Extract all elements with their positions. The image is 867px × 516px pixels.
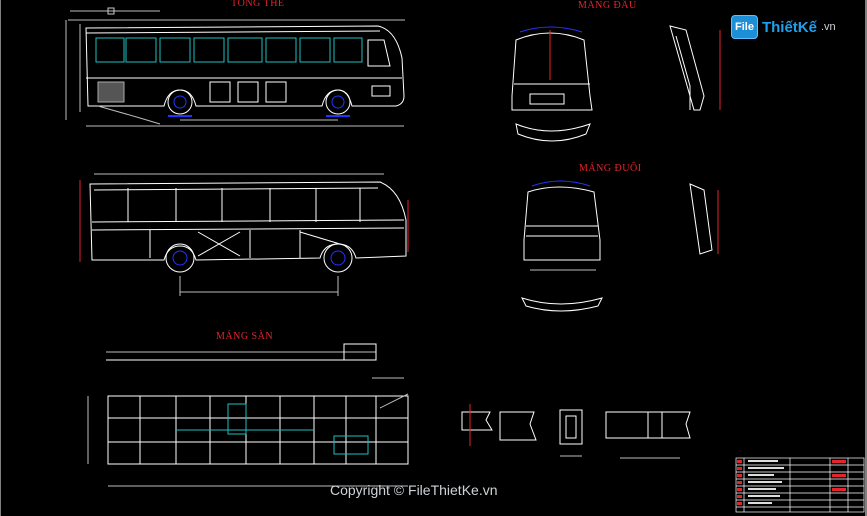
rear-section — [521, 180, 719, 312]
logo-badge: File — [731, 15, 758, 39]
floor-highlights — [176, 403, 369, 455]
frame-side-view — [79, 173, 409, 296]
side-windows — [95, 37, 391, 67]
title-block-marks — [737, 460, 846, 505]
wheel-front — [167, 89, 193, 115]
floor-section — [87, 343, 409, 487]
title-overall: TỔNG THỂ — [231, 0, 285, 9]
profile-sections — [461, 404, 691, 459]
logo-suffix: .vn — [820, 21, 836, 33]
site-logo: File ThiếtKế .vn — [731, 14, 836, 40]
frame-ribs — [127, 188, 361, 258]
title-block-text-bars — [748, 460, 784, 504]
front-section — [511, 25, 721, 142]
overall-side-view — [65, 7, 405, 127]
frame-wheel-front — [165, 243, 195, 273]
logo-text: ThiếtKế — [761, 18, 817, 36]
frame-wheel-rear — [323, 243, 353, 273]
copyright-watermark: Copyright © FileThietKe.vn — [330, 482, 498, 498]
title-block — [735, 457, 865, 513]
title-floor-section: MẢNG SÀN — [216, 331, 274, 342]
title-rear-section: MẢNG ĐUÔI — [579, 163, 642, 174]
wheel-rear — [325, 89, 351, 115]
title-front-section: MẢNG ĐẦU — [578, 0, 637, 11]
